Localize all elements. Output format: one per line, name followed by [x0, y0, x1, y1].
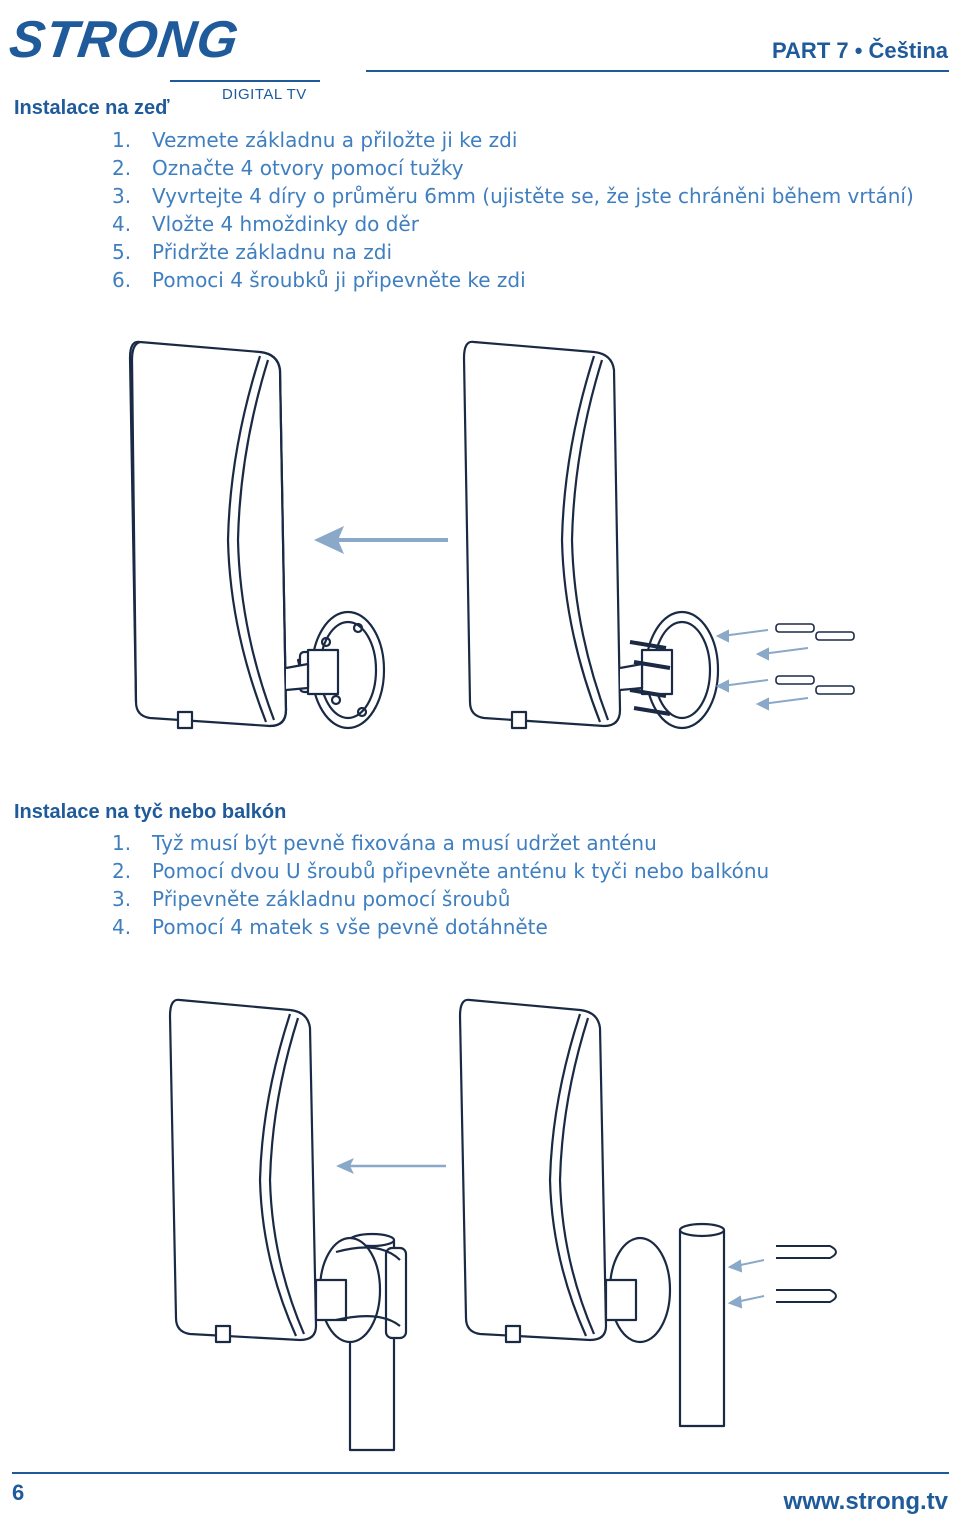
- pole-mount-illustration: [168, 998, 837, 1452]
- list-item: 3.Vyvrtejte 4 díry o průměru 6mm (ujistě…: [112, 184, 914, 208]
- list-item: 1.Tyž musí být pevně fixována a musí udr…: [112, 831, 657, 855]
- pole-steps-list: 1.Tyž musí být pevně fixována a musí udr…: [112, 829, 769, 941]
- list-item: 6.Pomoci 4 šroubků ji připevněte ke zdi: [112, 268, 526, 292]
- list-item: 3.Připevněte základnu pomocí šroubů: [112, 887, 511, 911]
- list-item: 4.Vložte 4 hmoždinky do děr: [112, 212, 419, 236]
- arrow-left-icon: [336, 1158, 446, 1174]
- wall-steps-list: 1.Vezmete základnu a přiložte ji ke zdi …: [112, 126, 914, 294]
- list-item: 1.Vezmete základnu a přiložte ji ke zdi: [112, 128, 518, 152]
- brand-logo: STRONG DIGITAL TV: [6, 10, 320, 103]
- page-number: 6: [12, 1480, 25, 1505]
- antenna-pole-right: [458, 998, 726, 1428]
- antenna-left: [128, 340, 386, 730]
- section-title-wall: Instalace na zeď: [14, 97, 170, 119]
- logo-underline: [170, 80, 320, 82]
- wall-dowels: [775, 623, 855, 695]
- u-bolts: [776, 1245, 837, 1303]
- list-item: 2.Označte 4 otvory pomocí tužky: [112, 156, 464, 180]
- antenna-pole-left: [168, 998, 408, 1452]
- wall-mount-illustration: [128, 340, 855, 730]
- footer-divider: [12, 1472, 949, 1474]
- logo-subtitle: DIGITAL TV: [222, 86, 307, 103]
- header-divider: [366, 70, 949, 72]
- antenna-right: [462, 340, 720, 730]
- list-item: 2.Pomocí dvou U šroubů připevněte anténu…: [112, 859, 770, 883]
- arrow-left-icon: [314, 526, 448, 554]
- dowel-arrows: [715, 629, 809, 711]
- section-title-pole: Instalace na tyč nebo balkón: [14, 801, 287, 823]
- u-bolt-arrows: [727, 1259, 765, 1309]
- part-label: PART 7 • Čeština: [772, 38, 948, 63]
- list-item: 5.Přidržte základnu na zdi: [112, 240, 392, 264]
- logo-wordmark: STRONG: [5, 11, 243, 69]
- list-item: 4.Pomocí 4 matek s vše pevně dotáhněte: [112, 915, 548, 939]
- website-link[interactable]: www.strong.tv: [783, 1488, 948, 1515]
